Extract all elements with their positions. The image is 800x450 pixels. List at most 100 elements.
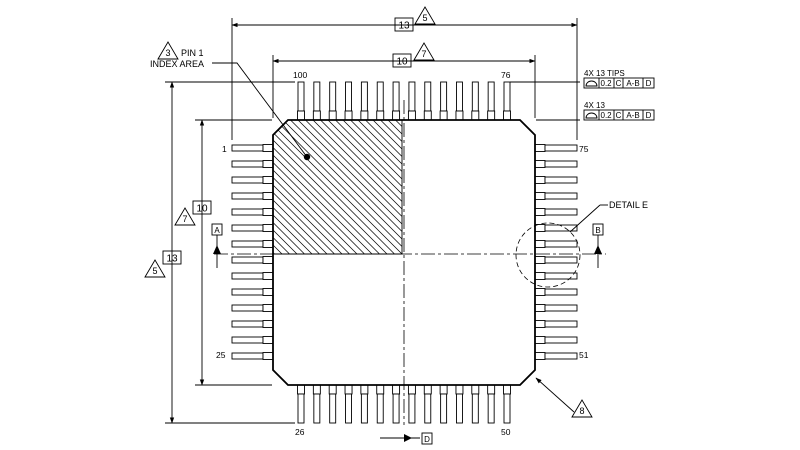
pin1-callout: 3 PIN 1 INDEX AREA: [150, 41, 308, 158]
lead: [231, 144, 274, 152]
tolerance-tips-datum2: A-B: [626, 79, 639, 88]
lead: [407, 384, 416, 424]
lead: [231, 320, 274, 328]
corner-note-value: 8: [579, 406, 584, 416]
hatch-line: [297, 120, 402, 254]
lead: [392, 384, 401, 424]
datum-a-label: A: [214, 226, 220, 235]
profile-of-surface-icon: [585, 80, 598, 87]
lead: [231, 352, 274, 360]
hatch-line: [273, 120, 402, 254]
detail-e-callout: DETAIL E: [515, 200, 648, 288]
lead: [534, 176, 578, 184]
pin1-note: 3: [165, 48, 170, 58]
lead: [439, 81, 448, 121]
body-height-value: 10: [196, 204, 208, 215]
overall-height-note: 5: [152, 266, 157, 276]
hatch-line: [273, 120, 320, 254]
hatch-line: [312, 120, 402, 254]
lead: [231, 224, 274, 232]
lead: [360, 81, 369, 121]
extension-lines: [165, 18, 580, 424]
pin1-callout-line1: PIN 1: [181, 48, 204, 58]
hatch-line: [273, 120, 350, 254]
pin-label-50: 50: [501, 427, 511, 437]
hatch-line: [133, 120, 267, 254]
dimension-lines: [169, 22, 578, 424]
detail-e-label: DETAIL E: [609, 200, 648, 210]
lead: [231, 272, 274, 280]
pin-label-76: 76: [501, 70, 511, 80]
lead: [534, 208, 578, 216]
lead: [231, 240, 274, 248]
hatch-line: [290, 120, 402, 254]
datum-d-label: D: [424, 435, 430, 444]
hatch-line: [342, 120, 402, 254]
tolerance-tips-title: 4X 13 TIPS: [584, 69, 625, 78]
hatch-line: [273, 120, 380, 254]
tolerance-body-datum1: C: [616, 111, 622, 120]
lead: [407, 81, 416, 121]
pin-labels: 100 76 1 25 26 50 75 51: [216, 70, 589, 437]
hatch-line: [372, 120, 402, 254]
hatch-line: [320, 120, 402, 254]
hatch-line: [273, 120, 358, 254]
hatch-line: [273, 120, 328, 254]
overall-height-dimension: 13 5: [144, 250, 182, 278]
right-leads: [534, 144, 578, 360]
tolerance-body-title: 4X 13: [584, 101, 605, 110]
lead: [471, 81, 480, 121]
lead: [471, 384, 480, 424]
hatch-line: [282, 120, 402, 254]
hatch-line: [273, 120, 305, 254]
lead: [534, 336, 578, 344]
hatch-line: [357, 120, 402, 254]
tolerance-tips-datum3: D: [646, 79, 652, 88]
pin-label-1: 1: [222, 144, 227, 154]
lead: [231, 208, 274, 216]
pin1-callout-line2: INDEX AREA: [150, 59, 204, 69]
lead: [231, 256, 274, 264]
lead: [503, 384, 511, 424]
corner-note: 8: [535, 377, 593, 418]
body-height-dimension: 10 7: [174, 200, 212, 226]
lead: [423, 384, 432, 424]
lead: [534, 240, 578, 248]
lead: [534, 352, 578, 360]
lead: [534, 144, 578, 152]
overall-height-value: 13: [166, 254, 178, 265]
lead: [328, 384, 337, 424]
lead: [534, 256, 578, 264]
pin-label-25: 25: [216, 350, 226, 360]
body-height-note: 7: [182, 214, 187, 224]
left-leads: [231, 144, 274, 360]
tolerance-body-datum3: D: [646, 111, 652, 120]
hatch-line: [273, 120, 395, 254]
hatch-line: [273, 120, 335, 254]
pin-label-100: 100: [293, 70, 307, 80]
lead: [392, 81, 401, 121]
tolerance-tips-value: 0.2: [601, 79, 613, 88]
body-width-dimension: 10 7: [392, 42, 435, 68]
hatch-line: [273, 120, 388, 254]
lead: [534, 288, 578, 296]
lead: [534, 160, 578, 168]
body-width-note: 7: [421, 49, 426, 59]
lead: [455, 384, 464, 424]
tolerance-body-value: 0.2: [601, 111, 613, 120]
lead: [487, 81, 496, 121]
lead: [231, 192, 274, 200]
lead: [231, 288, 274, 296]
hatch-line: [273, 120, 275, 254]
hatch-line: [273, 120, 290, 254]
lead: [328, 81, 337, 121]
hatch-line: [273, 120, 298, 254]
lead: [376, 81, 385, 121]
lead: [297, 384, 305, 424]
lead: [534, 320, 578, 328]
tolerance-frame-body: 4X 13 0.2 C A-B D: [583, 101, 655, 121]
overall-width-note: 5: [422, 13, 427, 23]
pin-label-51: 51: [579, 350, 589, 360]
datum-a: A: [211, 223, 223, 268]
